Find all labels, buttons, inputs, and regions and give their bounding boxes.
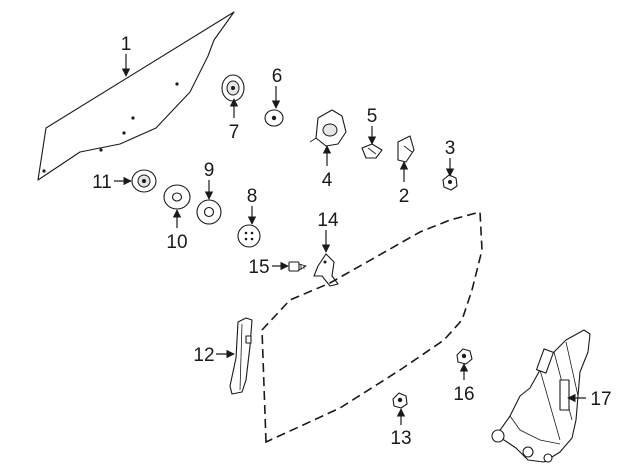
bracket-part-14: [313, 253, 339, 287]
bracket-part-4: [309, 109, 347, 147]
callout-4: 4: [322, 170, 333, 191]
callout-1: 1: [121, 34, 132, 55]
callout-8: 8: [247, 186, 258, 207]
callout-2: 2: [399, 186, 410, 207]
roller-part-11: [131, 169, 157, 193]
callout-12: 12: [193, 345, 214, 366]
washer-part-10: [163, 184, 191, 210]
callout-13: 13: [390, 428, 411, 449]
roller-part-8: [237, 224, 261, 248]
callout-15: 15: [248, 257, 269, 278]
door-frame-outline: [261, 210, 483, 444]
callout-14: 14: [317, 210, 339, 231]
callout-6: 6: [272, 66, 283, 87]
channel-part-12: [229, 317, 253, 395]
nut-part-16: [456, 348, 473, 365]
callout-11: 11: [92, 172, 112, 193]
door-glass: [37, 11, 235, 181]
clip-part-2: [397, 135, 415, 163]
nut-part-13: [392, 392, 408, 409]
washer-part-6: [264, 109, 284, 127]
screw-part-15: [288, 261, 308, 272]
nut-part-3: [442, 174, 458, 191]
callout-10: 10: [166, 232, 187, 253]
regulator-part-17: [491, 329, 591, 463]
roller-part-7: [221, 74, 245, 102]
callout-17: 17: [590, 389, 611, 410]
callout-9: 9: [204, 160, 215, 181]
callout-5: 5: [367, 106, 378, 127]
callout-labels: 1 2 3 4 5 6 7 8 9 10 11 12 13 14 15 16 1…: [92, 34, 611, 449]
callout-3: 3: [445, 138, 456, 159]
leader-lines: [114, 54, 586, 425]
callout-16: 16: [453, 384, 474, 405]
bolt-part-5: [361, 143, 383, 159]
callout-7: 7: [229, 122, 240, 143]
washer-part-9: [196, 199, 222, 225]
